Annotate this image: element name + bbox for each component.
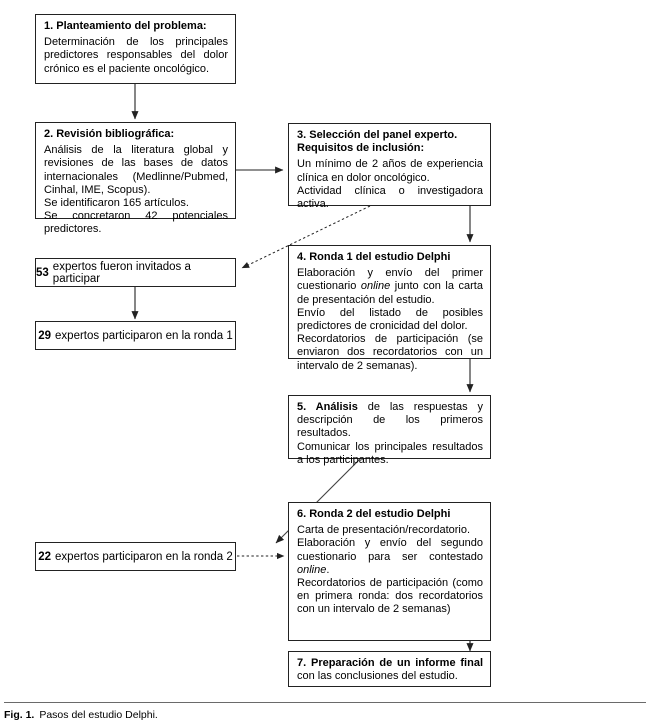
node-step-2-body-1: Análisis de la literatura global y revis… <box>44 144 228 196</box>
node-step-2-body-2: Se identificaron 165 artículos. <box>44 197 189 210</box>
node-step-1-heading: 1. Planteamiento del problema: <box>44 20 207 32</box>
node-step-6-body-2-emphasis: online <box>297 563 327 576</box>
figure-caption: Fig. 1. Pasos del estudio Delphi. <box>4 709 158 721</box>
figure-caption-label: Fig. 1. <box>4 709 35 721</box>
node-step-6-body-1: Carta de presentación/recordatorio. <box>297 524 471 537</box>
node-invited-experts: 53 expertos fueron invitados a participa… <box>35 258 236 287</box>
node-step-5-body-1: Comunicar los principales resultados a l… <box>297 440 483 466</box>
node-round1-experts-label: expertos participaron en la ronda 1 <box>55 329 233 342</box>
node-step-5-heading-rest: de las respuestas y descripción de los p… <box>297 401 483 440</box>
node-step-4-body-2: Envío del listado de posibles predictore… <box>297 306 483 333</box>
node-round1-experts: 29 expertos participaron en la ronda 1 <box>35 321 236 350</box>
node-step-4-body-3: Recordatorios de participación (se envia… <box>297 333 483 372</box>
node-step-4: 4. Ronda 1 del estudio Delphi Elaboració… <box>288 245 491 372</box>
node-step-3: 3. Selección del panel experto. Requisit… <box>288 123 491 210</box>
node-step-4-body-1-pre: Elaboración y envío del primer cuestiona… <box>297 267 483 293</box>
node-invited-experts-number: 53 <box>36 266 49 279</box>
node-invited-experts-label: expertos fueron invitados a participar <box>52 260 191 285</box>
node-step-6-heading: 6. Ronda 2 del estudio Delphi <box>297 508 451 520</box>
node-step-7-heading-bold: 7. Preparación de un informe final <box>297 657 483 669</box>
node-step-3-body-1: Un mínimo de 2 años de experiencia clíni… <box>297 158 483 184</box>
node-step-7: 7. Preparación de un informe final con l… <box>288 651 491 687</box>
node-step-3-body-2: Actividad clínica o investigadora activa… <box>297 184 483 211</box>
node-step-2-heading: 2. Revisión bibliográfica: <box>44 128 175 140</box>
node-round2-experts: 22 expertos participaron en la ronda 2 <box>35 542 236 571</box>
node-step-6-body-3: Recordatorios de participación (como en … <box>297 577 483 616</box>
node-step-6: 6. Ronda 2 del estudio Delphi Carta de p… <box>288 502 491 641</box>
node-step-3-heading: 3. Selección del panel experto. Requisit… <box>297 129 458 155</box>
node-step-6-body-2-post: . <box>326 563 330 576</box>
node-round2-experts-number: 22 <box>38 550 52 563</box>
node-step-5-heading: 5. Análisis de las respuestas y descripc… <box>297 401 483 441</box>
node-step-1: 1. Planteamiento del problema: Determina… <box>35 14 236 84</box>
node-step-6-body-2: Elaboración y envío del segundo cuestion… <box>297 537 483 577</box>
node-step-4-body-1: Elaboración y envío del primer cuestiona… <box>297 267 483 307</box>
node-step-1-body: Determinación de los principales predict… <box>44 36 228 75</box>
node-step-4-body-1-post: junto con la carta de presentación del e… <box>297 280 483 306</box>
node-step-4-body-1-emphasis: online <box>360 280 391 293</box>
figure-caption-text: Pasos del estudio Delphi. <box>39 709 158 721</box>
node-step-2-body-3: Se concretaron 42 potenciales predictore… <box>44 210 228 236</box>
node-step-2: 2. Revisión bibliográfica: Análisis de l… <box>35 122 236 235</box>
node-round2-experts-label: expertos participaron en la ronda 2 <box>55 550 233 563</box>
node-step-5-heading-label: 5. Análisis <box>297 401 358 413</box>
node-round1-experts-number: 29 <box>38 329 52 342</box>
node-step-7-heading-rest: con las conclusiones del estudio. <box>297 670 458 683</box>
node-step-7-heading: 7. Preparación de un informe final con l… <box>297 657 483 683</box>
node-step-4-heading: 4. Ronda 1 del estudio Delphi <box>297 251 451 263</box>
node-step-6-body-2-pre: Elaboración y envío del segundo cuestion… <box>297 537 483 563</box>
caption-divider <box>4 702 646 703</box>
node-step-5: 5. Análisis de las respuestas y descripc… <box>288 395 491 466</box>
